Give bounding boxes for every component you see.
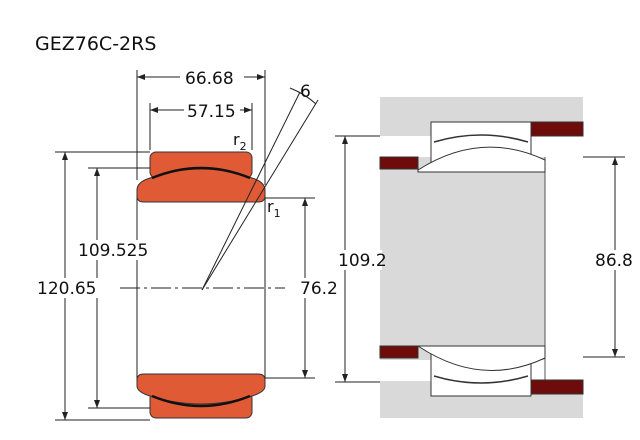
- dim-outer-width: 66.68: [185, 69, 234, 89]
- dim-shaft-shoulder: 86.8: [595, 251, 633, 271]
- dim-outer-diameter: 120.65: [37, 279, 96, 299]
- dim-bore: 76.2: [300, 279, 338, 299]
- inner-ring-bottom: [136, 373, 266, 405]
- dim-housing-diameter: 109.2: [338, 251, 387, 271]
- dim-mid-diameter: 109.525: [78, 241, 148, 261]
- mounting-section: [379, 97, 584, 418]
- dim-inner-width: 57.15: [187, 102, 236, 122]
- title: GEZ76C-2RS: [35, 33, 156, 55]
- label-r1: r1: [267, 197, 281, 220]
- dim-angle: 6: [300, 82, 311, 102]
- inner-ring-top: [136, 168, 266, 203]
- label-r2: r2: [233, 130, 247, 153]
- bearing-section: [120, 190, 285, 385]
